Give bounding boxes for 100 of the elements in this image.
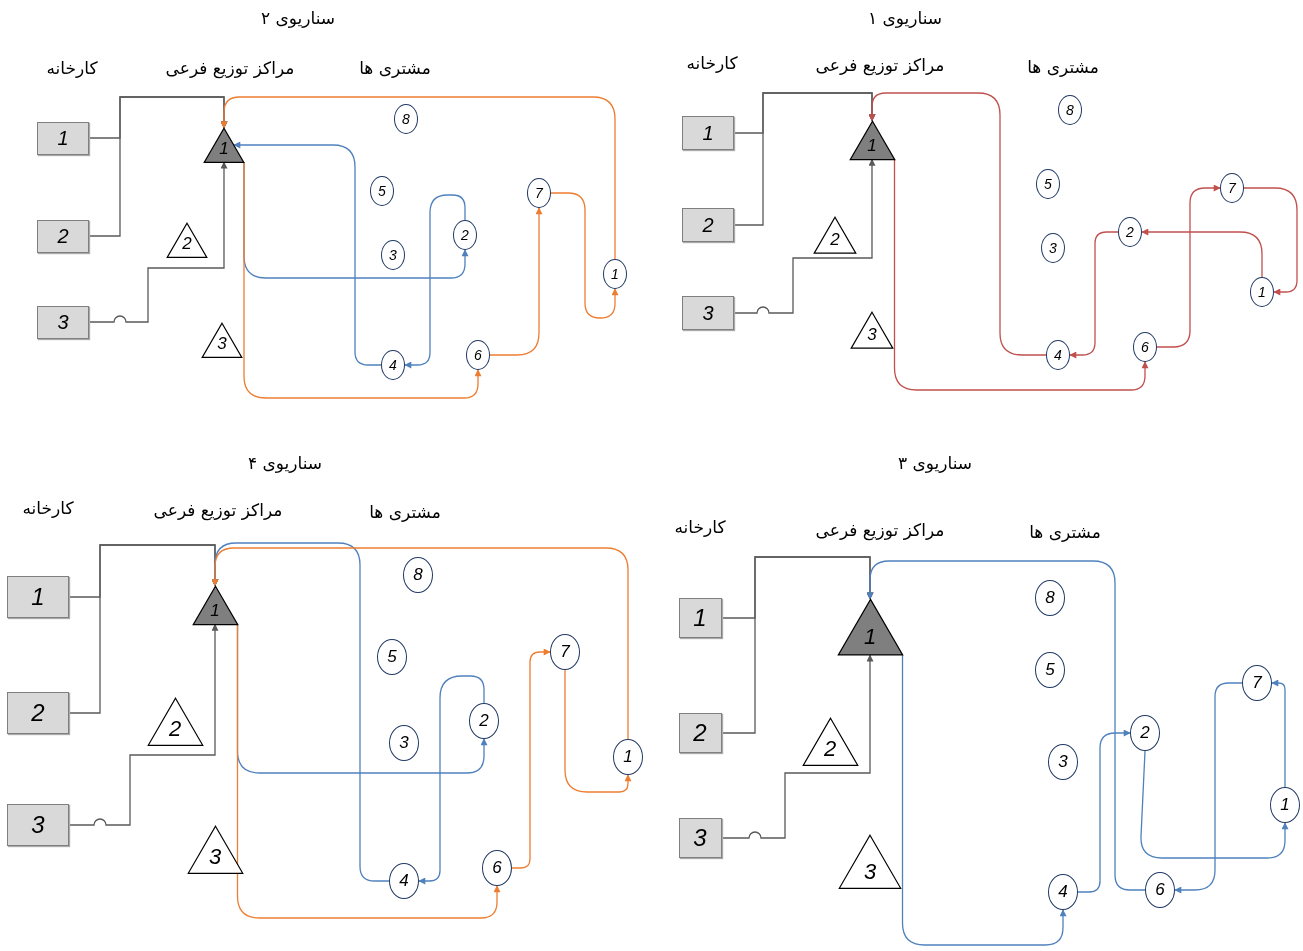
customer-circle: 2 (1130, 715, 1160, 751)
arrow (1243, 187, 1298, 296)
customer-circle: 8 (394, 104, 418, 134)
column-heading: کارخانه (46, 58, 98, 78)
factory-box: 1 (37, 121, 89, 155)
distribution-center-triangle: 1 (849, 120, 895, 160)
customer-circle: 7 (1220, 173, 1244, 203)
customer-circle: 4 (381, 350, 405, 380)
arrow (233, 141, 382, 366)
customer-circle: 5 (1035, 652, 1065, 688)
column-heading: مراکز توزیع فرعی (815, 55, 945, 75)
customer-circle: 6 (482, 850, 512, 886)
arrow (489, 207, 543, 356)
arrow (88, 96, 228, 237)
scenario-title: سناریوی ۲ (260, 8, 336, 28)
column-heading: مراکز توزیع فرعی (165, 58, 295, 78)
arrow (720, 556, 874, 734)
distribution-center-triangle: 2 (167, 222, 207, 258)
scenario-title: سناریوی ۳ (897, 453, 973, 473)
column-heading: مراکز توزیع فرعی (815, 520, 945, 540)
customer-circle: 7 (550, 634, 580, 670)
customer-circle: 5 (1036, 169, 1060, 199)
column-heading: مشتری ها (1029, 522, 1101, 542)
distribution-center-triangle: 3 (839, 835, 901, 889)
column-heading: مشتری ها (369, 502, 441, 522)
distribution-center-triangle: 3 (187, 826, 243, 874)
customer-circle: 8 (1058, 95, 1082, 125)
arrow (1156, 184, 1221, 348)
arrow (720, 654, 874, 839)
column-heading: کارخانه (674, 517, 726, 537)
column-heading: مراکز توزیع فرعی (153, 500, 283, 520)
distribution-center-triangle: 2 (147, 698, 203, 746)
customer-circle: 3 (389, 725, 419, 761)
factory-box: 2 (678, 713, 722, 753)
arrow (68, 544, 219, 714)
customer-circle: 2 (453, 220, 477, 250)
arrow (1141, 228, 1263, 278)
factory-box: 1 (7, 576, 69, 618)
scenario-title: سناریوی ۴ (247, 453, 323, 473)
distribution-center-triangle: 1 (192, 585, 238, 625)
arrow (893, 158, 1149, 391)
factory-box: 2 (7, 692, 69, 734)
column-heading: کارخانه (686, 53, 738, 73)
distribution-center-triangle: 1 (204, 127, 244, 163)
distribution-center-triangle: 2 (814, 216, 856, 254)
arrow (418, 675, 485, 885)
arrow (1174, 682, 1243, 894)
factory-box: 2 (37, 219, 89, 253)
arrow (211, 547, 629, 740)
customer-circle: 6 (1133, 332, 1157, 362)
arrow (220, 96, 616, 260)
factory-box: 2 (682, 208, 734, 242)
arrow (211, 542, 390, 882)
arrow (404, 194, 466, 369)
customer-circle: 3 (1041, 233, 1065, 263)
distribution-center-triangle: 1 (837, 598, 903, 656)
customer-circle: 6 (466, 340, 490, 370)
factory-box: 3 (678, 818, 722, 858)
arrow (564, 669, 632, 793)
customer-circle: 8 (403, 557, 433, 593)
arrow (868, 92, 1047, 356)
arrow (88, 161, 228, 323)
arrow (550, 192, 619, 319)
arrow (243, 161, 482, 399)
customer-circle: 5 (377, 639, 407, 675)
customer-circle: 7 (1242, 665, 1272, 701)
column-heading: کارخانه (22, 498, 74, 518)
customer-circle: 8 (1035, 580, 1065, 616)
column-heading: مشتری ها (1027, 57, 1099, 77)
arrow (733, 92, 876, 226)
arrow (68, 623, 219, 826)
customer-circle: 3 (381, 240, 405, 270)
arrow (236, 623, 501, 919)
arrow (866, 560, 1146, 891)
customer-circle: 2 (1118, 217, 1142, 247)
customer-circle: 3 (1048, 744, 1078, 780)
customer-circle: 1 (1270, 787, 1300, 823)
factory-box: 1 (678, 598, 722, 638)
arrow (1077, 729, 1131, 893)
scenario-title: سناریوی ۱ (867, 8, 943, 28)
customer-circle: 5 (370, 176, 394, 206)
customer-circle: 4 (1048, 874, 1078, 910)
column-heading: مشتری ها (359, 58, 431, 78)
factory-box: 3 (682, 296, 734, 330)
arrow (901, 654, 1067, 946)
customer-circle: 2 (469, 703, 499, 739)
arrow (511, 648, 551, 869)
customer-circle: 4 (389, 863, 419, 899)
customer-circle: 1 (613, 739, 643, 775)
arrow (1069, 231, 1119, 359)
customer-circle: 6 (1145, 872, 1175, 908)
customer-circle: 7 (527, 178, 551, 208)
factory-box: 1 (682, 116, 734, 150)
customer-circle: 4 (1046, 340, 1070, 370)
customer-circle: 1 (1250, 277, 1274, 307)
arrow (1271, 679, 1286, 788)
factory-box: 3 (37, 305, 89, 339)
factory-box: 3 (7, 804, 69, 846)
arrow (733, 158, 876, 314)
distribution-center-triangle: 3 (202, 322, 242, 358)
